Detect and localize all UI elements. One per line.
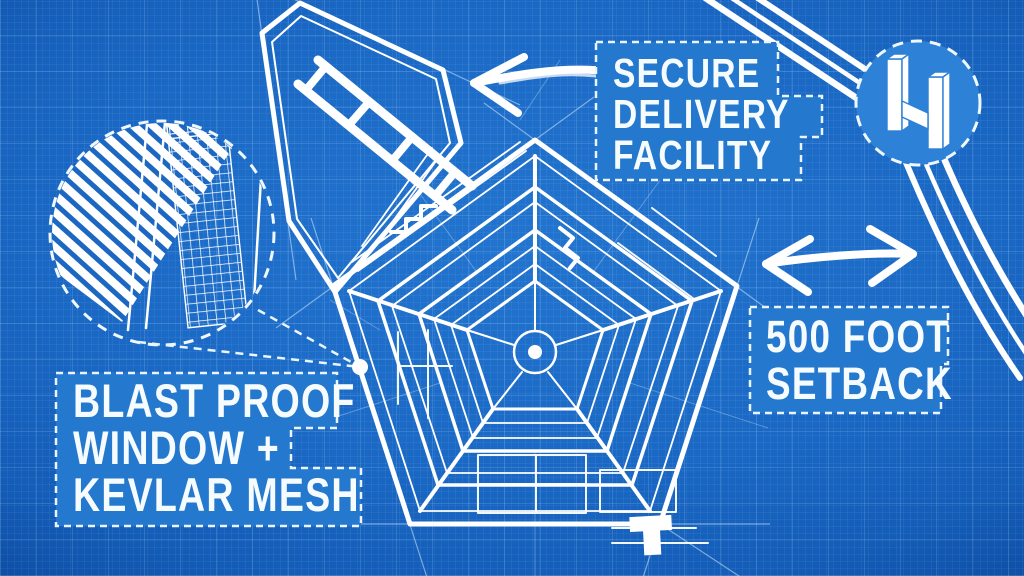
logo-dashed-circle: [854, 39, 982, 167]
callout-blast-proof-window: BLAST PROOF WINDOW + KEVLAR MESH: [54, 371, 363, 528]
courtyard-hub-circle: [512, 329, 558, 375]
secure-delivery-facility-outline: [259, 0, 477, 295]
magnifier-dashed-circle: [48, 119, 276, 347]
courtyard-spokes: [466, 280, 604, 410]
callout-secure-delivery-facility: SECURE DELIVERY FACILITY: [594, 40, 824, 182]
setback-double-arrow: [762, 225, 917, 296]
secure-delivery-line-1: SECURE: [613, 50, 760, 96]
secure-delivery-line-2: DELIVERY: [613, 91, 790, 137]
setback-line-2: SETBACK: [766, 359, 953, 409]
secure-delivery-line-3: FACILITY: [613, 132, 772, 178]
isometric-h-icon: [884, 52, 953, 151]
step-notches: [389, 204, 580, 270]
delivery-ramp-ladder: [293, 55, 477, 215]
courtyard-hub-dot: [528, 345, 542, 359]
setback-line-1: 500 FOOT: [766, 312, 950, 362]
window-pane-back: [126, 123, 170, 332]
channel-logo: [854, 39, 982, 167]
blast-window-line-1: BLAST PROOF: [73, 375, 356, 428]
callout-500-foot-setback: 500 FOOT SETBACK: [748, 305, 953, 415]
pentagon-corridors: [347, 154, 723, 513]
blast-window-line-2: WINDOW +: [73, 422, 280, 475]
blast-window-line-3: KEVLAR MESH: [73, 469, 360, 522]
pentagon-plan: [330, 137, 740, 556]
callout-connector-lines: [137, 308, 361, 369]
arrow-to-facility: [470, 53, 610, 117]
blast-window-detail-magnifier: [48, 119, 368, 375]
window-pane-front: [250, 153, 272, 337]
south-entrance-structure: [629, 514, 673, 556]
callout-dot: [352, 359, 368, 375]
